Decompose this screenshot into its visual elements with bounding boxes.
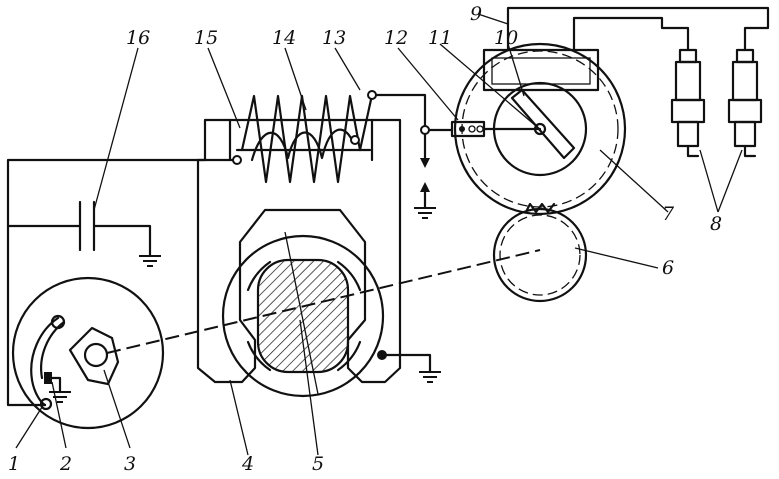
primary-wiring [6,47,239,407]
label-5: 5 [312,453,324,475]
spark-plugs [670,48,763,213]
label-11: 11 [428,27,452,49]
label-13: 13 [322,27,346,49]
label-1: 1 [8,453,20,475]
spark-plug-left [670,48,706,158]
label-12: 12 [384,27,408,49]
drive-gear [492,202,659,303]
label-7: 7 [662,203,675,225]
label-15: 15 [194,27,218,49]
label-10: 10 [494,27,518,49]
label-14: 14 [272,27,296,49]
spark-plug-right [727,48,763,158]
label-3: 3 [124,453,136,475]
label-6: 6 [662,257,674,279]
label-9: 9 [470,3,482,25]
component-labels: 1 2 3 4 5 6 7 8 9 10 11 12 13 14 15 16 [8,3,722,475]
ht-leads [477,6,770,52]
label-4: 4 [241,453,254,475]
magneto-core [196,118,442,456]
label-16: 16 [126,27,150,49]
breaker-cam [68,326,120,386]
rotor-magnet [221,231,385,456]
breaker-assembly [11,276,165,449]
distributor [439,42,669,216]
label-8: 8 [710,213,722,235]
label-2: 2 [59,453,72,475]
breaker-contact [44,372,52,384]
safety-spark-gap [413,125,454,219]
ground-symbol [138,255,162,267]
ignition-coil [207,47,427,184]
